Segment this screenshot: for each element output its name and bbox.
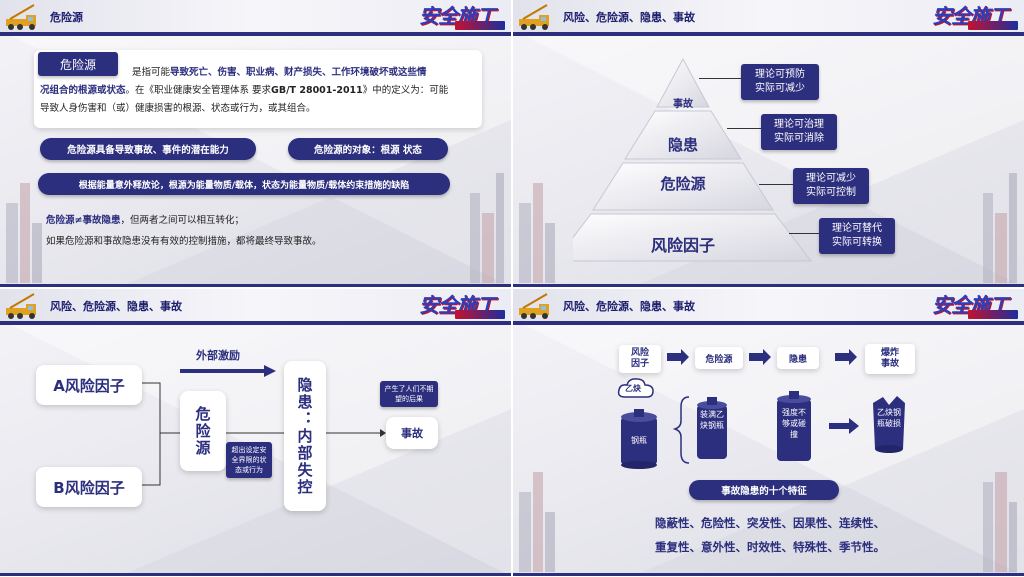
building-silhouette-icon xyxy=(470,173,504,283)
gas-cloud-label: 乙炔 xyxy=(625,384,641,393)
header-title: 风险、危险源、隐患、事故 xyxy=(50,300,182,313)
risk-pyramid xyxy=(573,57,813,262)
callout-hazard: 理论可减少实际可控制 xyxy=(793,168,869,204)
slide-risk-pyramid[interactable]: 风险、危险源、隐患、事故 安全施工 事故 隐患 危险源 风险因子 xyxy=(513,0,1024,287)
building-silhouette-icon xyxy=(519,183,555,283)
building-silhouette-icon xyxy=(519,472,555,572)
tank-label-damaged: 乙炔钢瓶破损 xyxy=(877,408,901,428)
pill-hazard-objects: 危险源的对象：根源 状态 xyxy=(288,138,448,160)
header-title: 风险、危险源、隐患、事故 xyxy=(563,300,695,313)
building-silhouette-icon xyxy=(983,173,1017,283)
crane-truck-icon xyxy=(6,4,36,30)
flow-step-hazard: 危险源 xyxy=(695,347,743,369)
pyramid-level-hidden-danger xyxy=(624,110,742,160)
pill-potential-energy: 危险源具备导致事故、事件的潜在能力 xyxy=(40,138,256,160)
flow-step-hidden-danger: 隐患 xyxy=(777,347,819,369)
slide-header xyxy=(513,289,1024,321)
header-title: 危险源 xyxy=(50,11,83,24)
hidden-danger-box: 隐患：内部失控 xyxy=(284,361,326,511)
full-acetylene-cylinder-icon xyxy=(697,397,727,459)
pyramid-level-risk-factor xyxy=(573,213,813,262)
slide-header xyxy=(0,289,511,321)
flow-connectors xyxy=(142,365,386,486)
crane-truck-icon xyxy=(519,293,549,319)
slide-hazard-definition[interactable]: 危险源 安全施工 危险源 是指可能导致死亡、伤害、职业病、财产损失、工作环境破坏… xyxy=(0,0,511,287)
risk-factor-b-box: B风险因子 xyxy=(36,467,142,507)
external-trigger-label: 外部激励 xyxy=(196,349,240,362)
pyramid-label-hazard: 危险源 xyxy=(660,175,706,193)
gas-cloud-icon xyxy=(617,378,654,398)
slide-hazard-flow[interactable]: 风险、危险源、隐患、事故 安全施工 A风险因子 B风险因子 危险源 外部激励 隐… xyxy=(0,289,511,576)
building-silhouette-icon xyxy=(983,472,1017,572)
hazard-box: 危险源 xyxy=(180,391,226,471)
exceed-limit-note: 超出设定安全界限的状态或行为 xyxy=(226,442,272,478)
pyramid-label-risk-factor: 风险因子 xyxy=(650,236,715,255)
accident-box: 事故 xyxy=(386,417,438,449)
tank-label-weak: 强度不够或碰撞 xyxy=(782,408,806,439)
callout-risk-factor: 理论可替代实际可转换 xyxy=(819,218,895,254)
slide-header xyxy=(0,0,511,32)
flow-step-risk-factor: 风险因子 xyxy=(619,345,661,373)
damaged-cylinder-icon xyxy=(873,396,905,453)
hazard-note: 危险源≠事故隐患，但两者之间可以相互转化； 如果危险源和事故隐患没有有效的控制措… xyxy=(46,215,322,247)
pyramid-level-hazard xyxy=(592,162,774,211)
features-list: 隐蔽性、危险性、突发性、因果性、连续性、 重复性、意外性、时效性、特殊性、季节性… xyxy=(655,516,885,554)
tank-label-full: 装满乙炔钢瓶 xyxy=(700,410,724,430)
pyramid-label-accident: 事故 xyxy=(673,99,693,110)
flow-arrows xyxy=(667,349,859,464)
pill-energy-release-theory: 根据能量意外释放论，根源为能量物质/载体，状态为能量物质/载体约束措施的缺陷 xyxy=(38,173,450,195)
flow-step-explosion: 爆炸事故 xyxy=(865,344,915,374)
definition-text: 是指可能导致死亡、伤害、职业病、财产损失、工作环境破坏或这些情 况组合的根源或状… xyxy=(40,67,449,114)
features-title-pill: 事故隐患的十个特征 xyxy=(689,480,839,500)
pyramid-level-accident xyxy=(656,57,710,108)
callout-hidden-danger: 理论可治理实际可消除 xyxy=(761,114,837,150)
pyramid-label-hidden-danger: 隐患 xyxy=(667,136,698,154)
risk-factor-a-box: A风险因子 xyxy=(36,365,142,405)
cylinder-icon xyxy=(621,409,657,469)
weak-cylinder-icon xyxy=(777,391,811,461)
header-title: 风险、危险源、隐患、事故 xyxy=(563,11,695,24)
crane-truck-icon xyxy=(6,293,36,319)
callout-accident: 理论可预防实际可减少 xyxy=(741,64,819,100)
building-silhouette-icon xyxy=(6,183,42,283)
tank-label-cylinder: 钢瓶 xyxy=(631,436,647,445)
slide-header xyxy=(513,0,1024,32)
crane-truck-icon xyxy=(519,4,549,30)
term-badge: 危险源 xyxy=(38,52,118,76)
slide-accident-features[interactable]: 风险、危险源、隐患、事故 安全施工 风险因子 危险源 隐患 爆炸事故 xyxy=(513,289,1024,576)
consequence-note: 产生了人们不期望的后果 xyxy=(380,381,438,407)
